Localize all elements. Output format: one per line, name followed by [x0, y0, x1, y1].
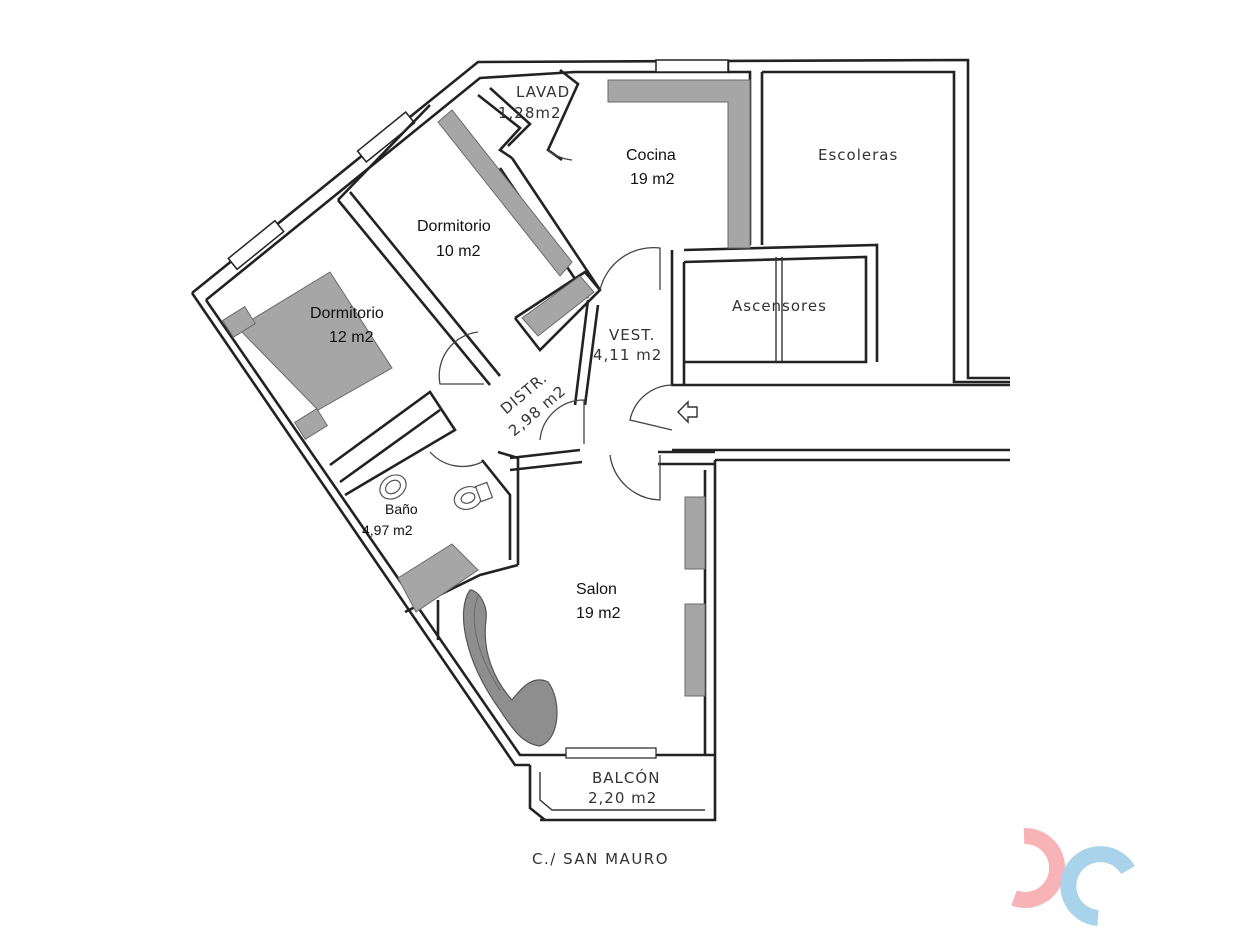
vestibulo-name: VEST.	[609, 326, 655, 344]
furniture	[221, 79, 751, 747]
lavadero-area: 1,28m2	[498, 104, 562, 122]
cocina-area: 19 m2	[630, 171, 675, 188]
ascensores-name: Ascensores	[732, 297, 827, 315]
balcon-area: 2,20 m2	[588, 789, 657, 807]
bathroom-fixtures	[379, 474, 494, 510]
bano-name: Baño	[385, 501, 418, 517]
salon-area: 19 m2	[576, 605, 621, 622]
dormitorio-10-name: Dormitorio	[417, 218, 491, 235]
dormitorio-12-area: 12 m2	[329, 329, 374, 346]
brand-logo-icon	[1011, 828, 1135, 926]
windows	[227, 59, 729, 759]
door-swings	[429, 149, 673, 501]
dormitorio-10-area: 10 m2	[436, 243, 481, 260]
dormitorio-12-name: Dormitorio	[310, 305, 384, 322]
entrance-arrow-icon	[677, 400, 698, 424]
lavadero-name: LAVAD.	[516, 83, 576, 101]
escaleras-name: Escoleras	[818, 146, 898, 164]
bano-area: 4,97 m2	[362, 522, 413, 538]
balcon-name: BALCÓN	[592, 768, 660, 787]
cocina-name: Cocina	[626, 147, 676, 164]
vestibulo-area: 4,11 m2	[593, 346, 662, 364]
exterior-walls	[190, 58, 1010, 822]
salon-name: Salon	[576, 581, 617, 598]
room-labels: LAVAD. 1,28m2 Cocina 19 m2 Escoleras Dor…	[310, 83, 898, 807]
street-label: C./ SAN MAURO	[532, 850, 669, 868]
